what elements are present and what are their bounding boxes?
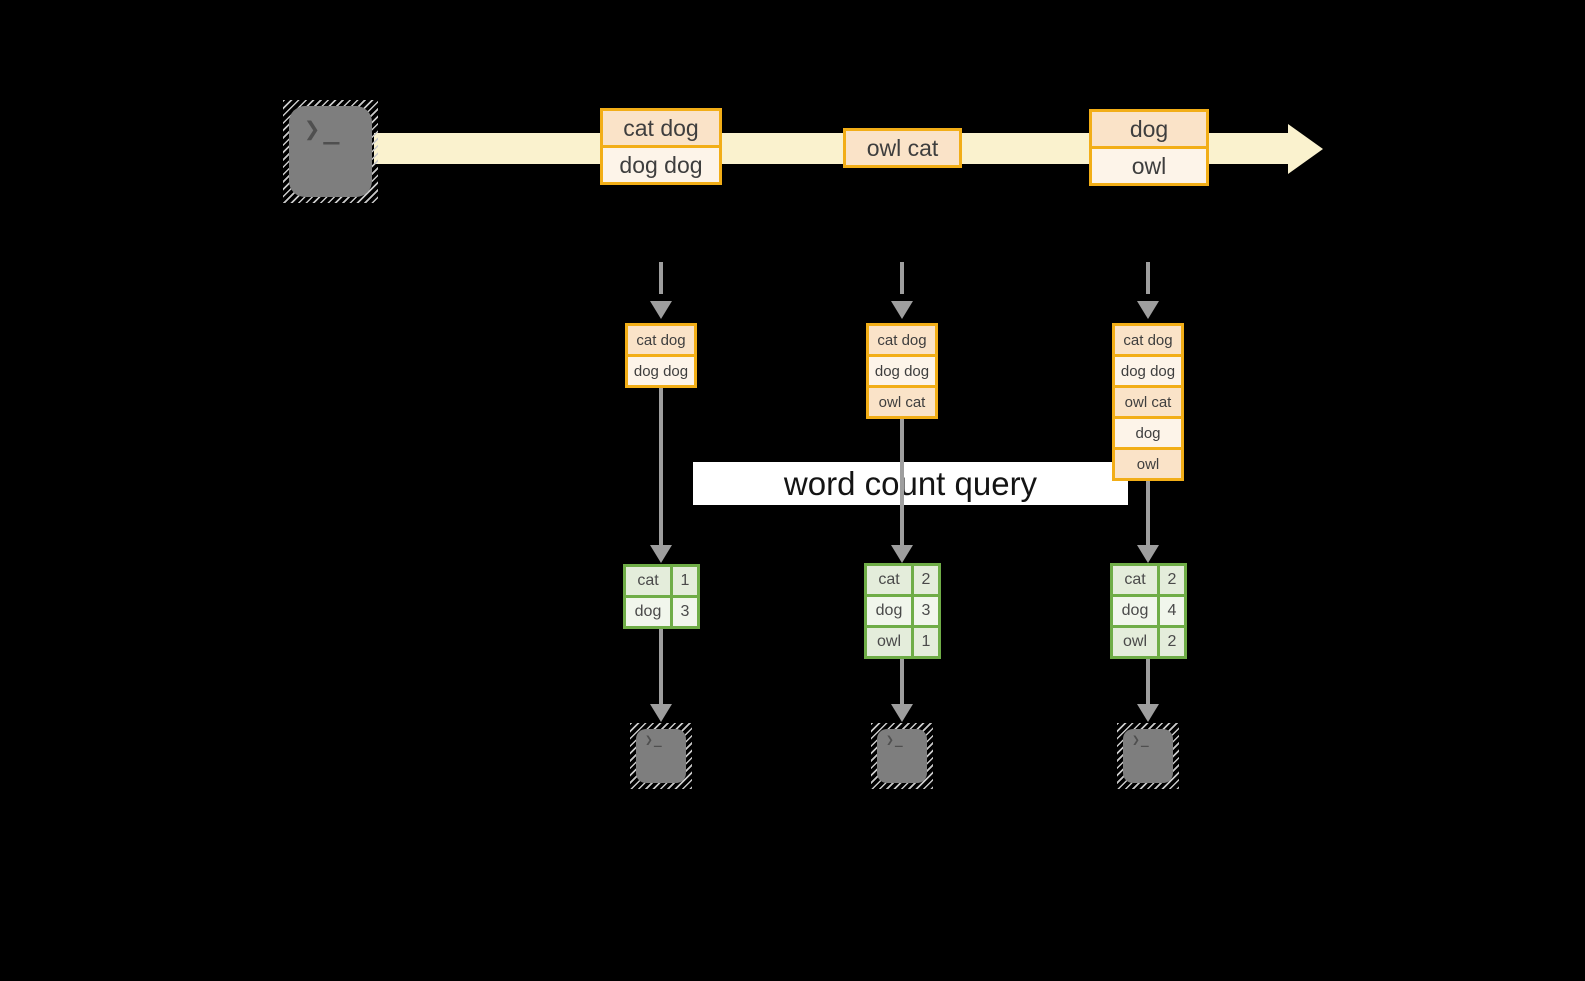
terminal-screen: ❯_: [636, 729, 686, 783]
count-table-3: cat 2 dog 4 owl 2: [1110, 563, 1187, 659]
dashed-arrow-line: [659, 262, 663, 294]
stack-line: owl cat: [1115, 388, 1181, 416]
stream-arrowhead: [1288, 124, 1323, 174]
count-cell: 3: [914, 597, 938, 625]
arrow-head-icon: [1137, 301, 1159, 319]
word-cell: dog: [626, 598, 670, 626]
arrow-head-icon: [650, 704, 672, 722]
word-cell: owl: [1113, 628, 1157, 656]
stream-batch-3: dog owl: [1089, 109, 1209, 186]
dashed-arrow-line: [900, 262, 904, 294]
arrow-head-icon: [650, 301, 672, 319]
arrow-line: [900, 419, 904, 545]
batch-line: owl: [1092, 149, 1206, 183]
batch-line: owl cat: [846, 131, 959, 165]
stack-line: owl: [1115, 450, 1181, 478]
dashed-arrow-line: [1146, 262, 1150, 294]
batch-line: dog dog: [603, 148, 719, 182]
stream-batch-1: cat dog dog dog: [600, 108, 722, 185]
arrow-line: [659, 629, 663, 705]
stack-line: cat dog: [869, 326, 935, 354]
count-cell: 2: [1160, 628, 1184, 656]
count-cell: 3: [673, 598, 697, 626]
input-stack-1: cat dog dog dog: [625, 323, 697, 388]
stack-line: dog: [1115, 419, 1181, 447]
arrow-line: [900, 659, 904, 705]
stack-line: dog dog: [628, 357, 694, 385]
output-terminal-icon-2: ❯_: [871, 723, 933, 789]
arrow-head-icon: [891, 545, 913, 563]
terminal-screen: ❯_: [289, 106, 372, 197]
stack-line: cat dog: [1115, 326, 1181, 354]
arrow-head-icon: [891, 704, 913, 722]
word-cell: cat: [1113, 566, 1157, 594]
word-cell: dog: [867, 597, 911, 625]
query-label-text: word count query: [783, 464, 1038, 502]
stack-line: cat dog: [628, 326, 694, 354]
arrow-head-icon: [1137, 545, 1159, 563]
arrow-head-icon: [650, 545, 672, 563]
arrow-head-icon: [891, 301, 913, 319]
arrow-line: [659, 388, 663, 545]
source-terminal-icon: ❯_: [283, 100, 378, 203]
stack-line: owl cat: [869, 388, 935, 416]
count-cell: 2: [1160, 566, 1184, 594]
count-table-1: cat 1 dog 3: [623, 564, 700, 629]
count-cell: 1: [914, 628, 938, 656]
batch-line: dog: [1092, 112, 1206, 146]
count-cell: 2: [914, 566, 938, 594]
count-table-2: cat 2 dog 3 owl 1: [864, 563, 941, 659]
count-cell: 1: [673, 567, 697, 595]
batch-line: cat dog: [603, 111, 719, 145]
stack-line: dog dog: [869, 357, 935, 385]
arrow-line: [1146, 659, 1150, 705]
word-cell: cat: [867, 566, 911, 594]
output-terminal-icon-3: ❯_: [1117, 723, 1179, 789]
terminal-screen: ❯_: [877, 729, 927, 783]
word-cell: dog: [1113, 597, 1157, 625]
terminal-prompt-icon: ❯_: [645, 733, 663, 748]
input-stack-3: cat dog dog dog owl cat dog owl: [1112, 323, 1184, 481]
arrow-line: [1146, 481, 1150, 545]
word-cell: owl: [867, 628, 911, 656]
terminal-prompt-icon: ❯_: [304, 114, 343, 145]
terminal-prompt-icon: ❯_: [1132, 733, 1150, 748]
terminal-prompt-icon: ❯_: [886, 733, 904, 748]
arrow-head-icon: [1137, 704, 1159, 722]
word-cell: cat: [626, 567, 670, 595]
stream-batch-2: owl cat: [843, 128, 962, 168]
output-terminal-icon-1: ❯_: [630, 723, 692, 789]
query-label: word count query: [693, 462, 1128, 505]
terminal-screen: ❯_: [1123, 729, 1173, 783]
stack-line: dog dog: [1115, 357, 1181, 385]
count-cell: 4: [1160, 597, 1184, 625]
input-stack-2: cat dog dog dog owl cat: [866, 323, 938, 419]
